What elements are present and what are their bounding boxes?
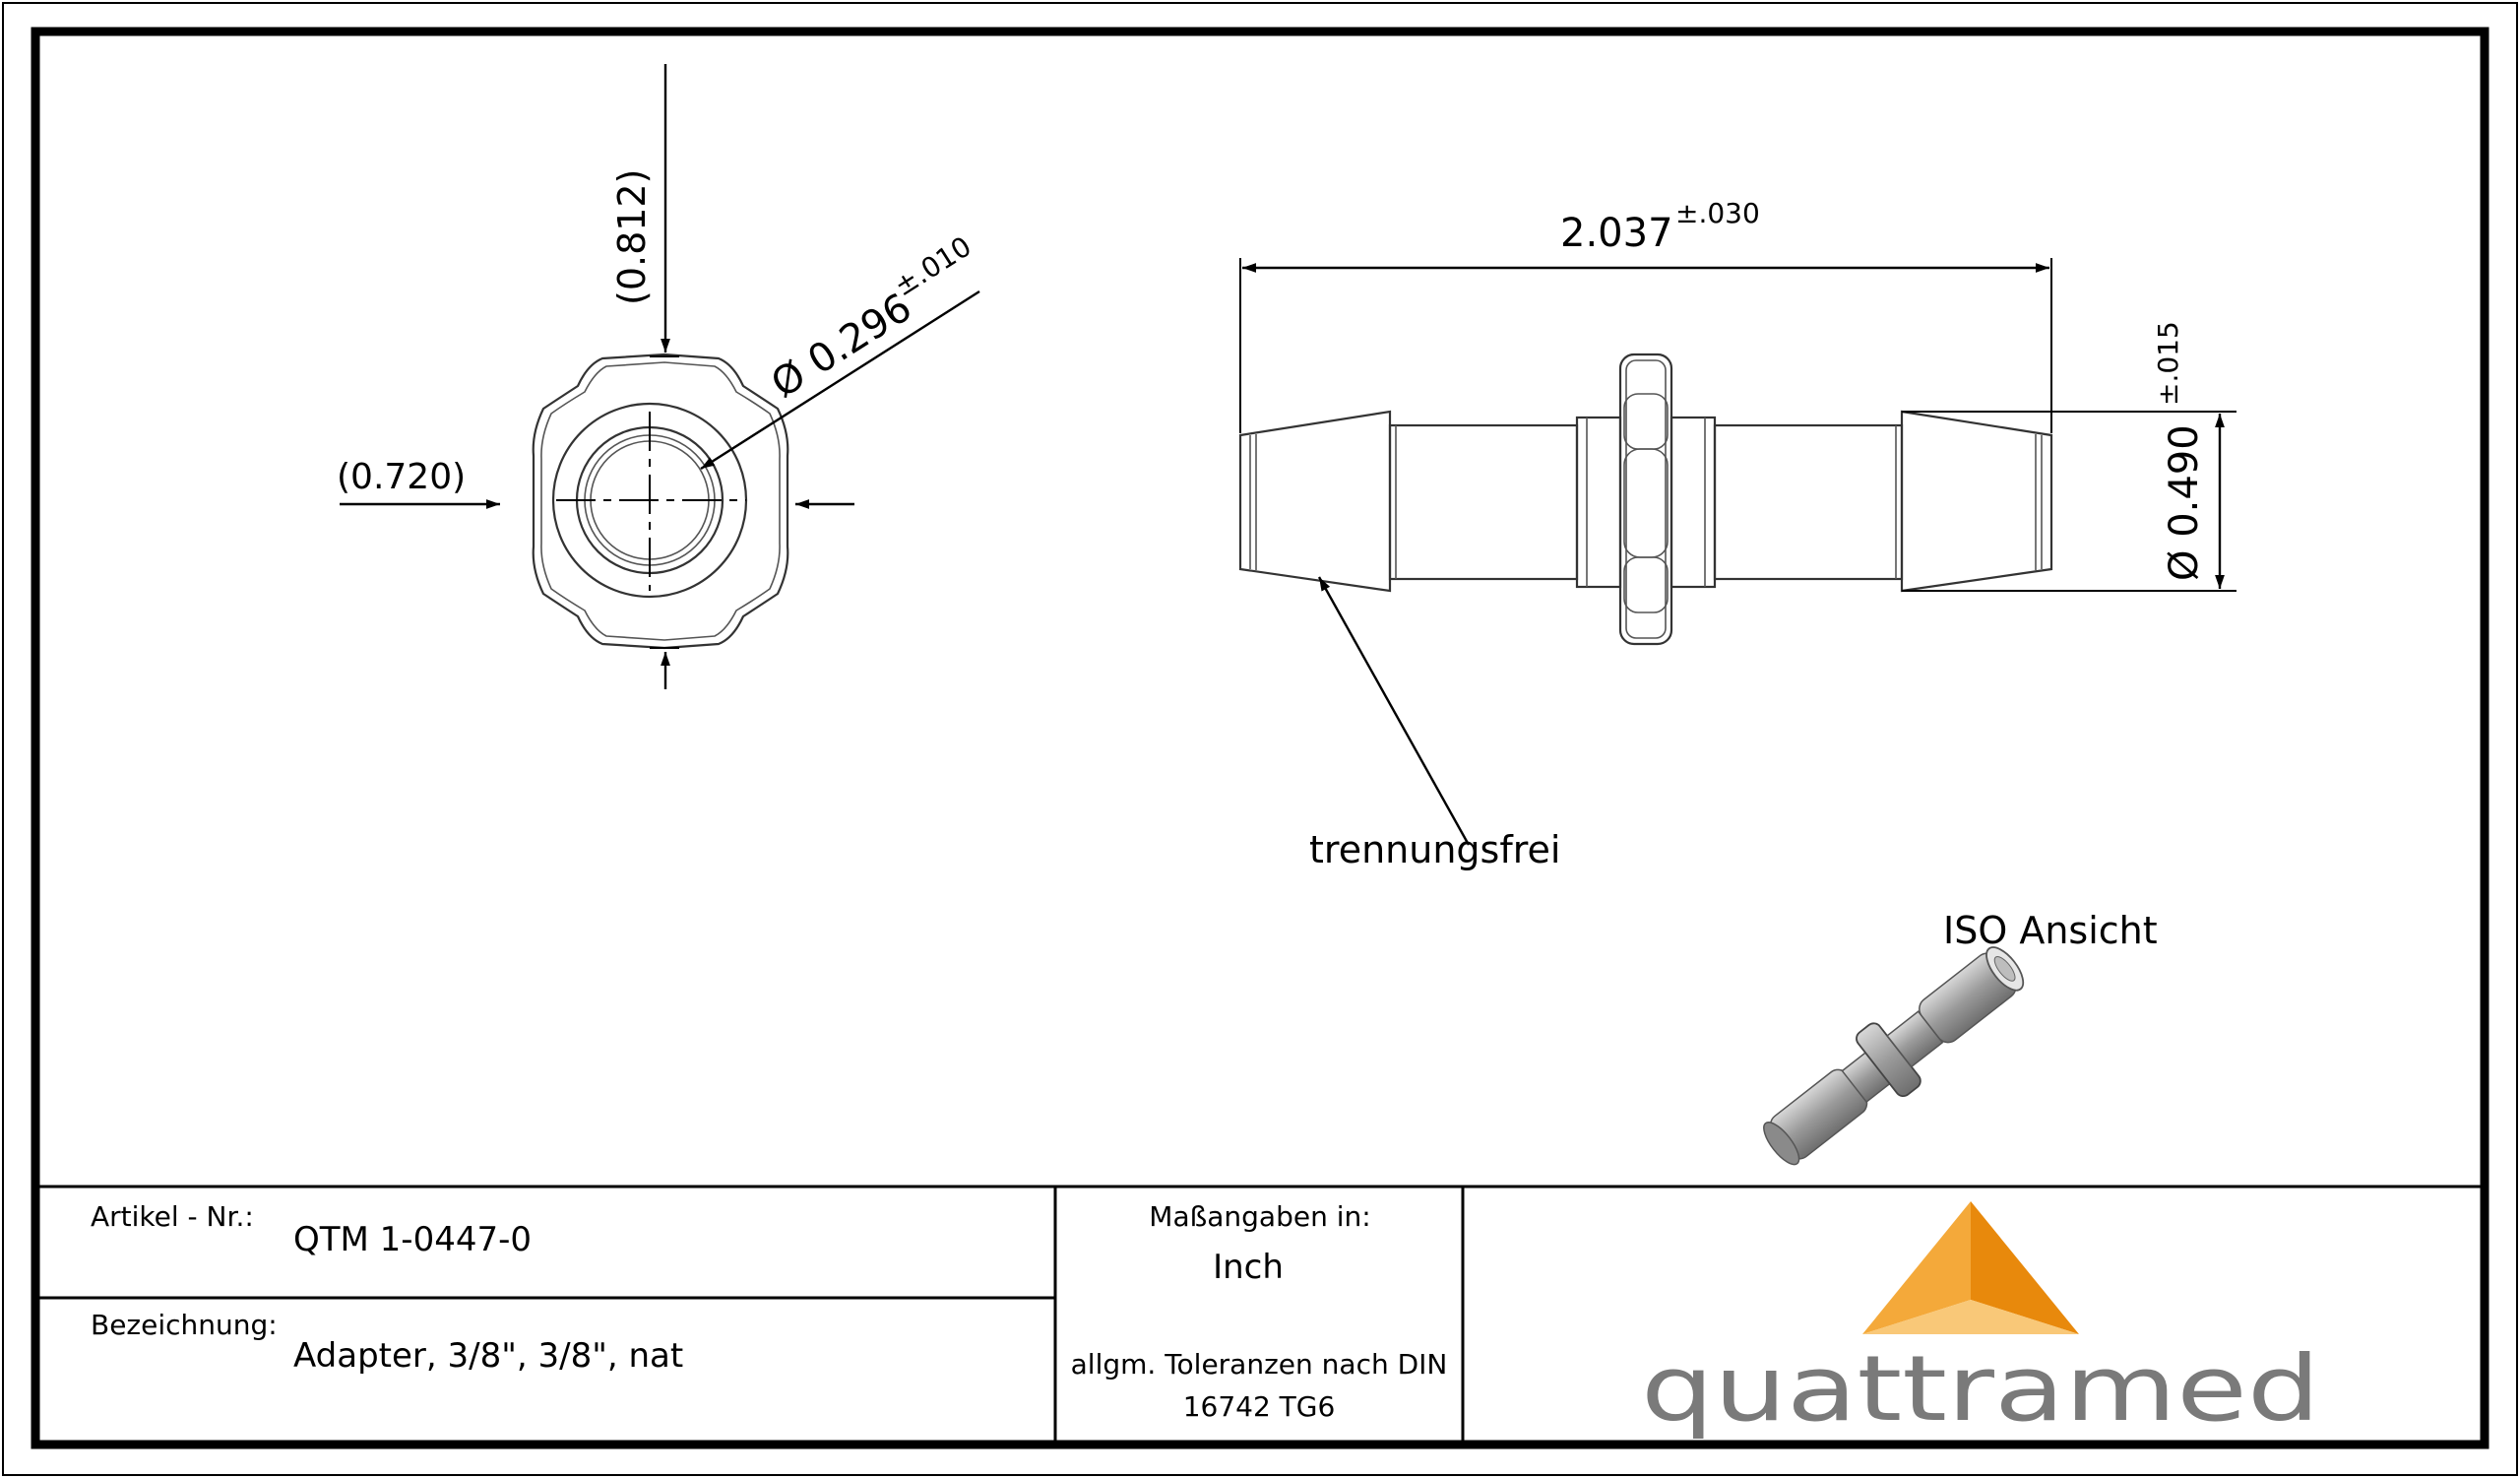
dim-width-label: (0.720) xyxy=(337,457,466,497)
side-view-right-shaft xyxy=(1713,423,1904,581)
side-view-left-barb xyxy=(1238,410,1392,593)
note-trennungsfrei: trennungsfrei xyxy=(1309,828,1560,871)
iso-left-end xyxy=(1763,1122,1800,1166)
side-view-nut-flat-top xyxy=(1623,393,1669,450)
dim-bore-leader xyxy=(700,289,980,471)
note-leader xyxy=(1317,576,1471,846)
iso-view: ISO Ansicht xyxy=(1763,909,2158,1166)
front-view: (0.812) (0.720) Ø 0.296 ±.010 xyxy=(337,64,980,689)
units-value: Inch xyxy=(1213,1248,1284,1287)
side-view-nut-inner xyxy=(1625,359,1667,639)
iso-right-bore xyxy=(1993,955,2016,982)
tolerance-line-2: 16742 TG6 xyxy=(1183,1390,1336,1423)
front-view-inner-contour xyxy=(540,361,781,641)
dim-length-tolerance: ±.030 xyxy=(1675,197,1760,229)
side-view-left-shaft xyxy=(1388,423,1579,581)
side-view-nut-flat-mid xyxy=(1623,448,1669,558)
side-view-left-collar xyxy=(1575,416,1622,589)
dim-diameter-tolerance: ±.015 xyxy=(2152,321,2184,406)
dim-height-label: (0.812) xyxy=(610,169,654,305)
iso-view-label: ISO Ansicht xyxy=(1943,909,2158,952)
logo-pyramid-left-facet xyxy=(1862,1201,1971,1334)
article-value: QTM 1-0447-0 xyxy=(293,1220,532,1259)
side-view-nut-flat-bottom xyxy=(1623,556,1669,613)
logo-pyramid-right-facet xyxy=(1971,1201,2079,1334)
company-logo: quattramed xyxy=(1641,1201,2320,1442)
logo-wordmark: quattramed xyxy=(1641,1336,2320,1442)
logo-pyramid-bottom-facet xyxy=(1862,1300,2079,1334)
dim-bore-tolerance: ±.010 xyxy=(888,230,976,303)
article-label: Artikel - Nr.: xyxy=(91,1200,254,1233)
designation-value: Adapter, 3/8", 3/8", nat xyxy=(293,1336,683,1376)
side-view-right-barb xyxy=(1900,410,2053,593)
side-view-right-collar xyxy=(1670,416,1717,589)
units-label: Maßangaben in: xyxy=(1149,1200,1370,1233)
dim-diameter-label: Ø 0.490 xyxy=(2162,424,2207,581)
designation-label: Bezeichnung: xyxy=(91,1309,278,1341)
side-view: 2.037 ±.030 Ø 0.490 ±.015 trennungsfrei xyxy=(1238,197,2236,871)
dim-bore-label: Ø 0.296 xyxy=(764,285,920,407)
title-block: Artikel - Nr.: QTM 1-0447-0 Bezeichnung:… xyxy=(37,1185,2483,1443)
inner-frame xyxy=(31,27,2489,1449)
dim-length-label: 2.037 xyxy=(1560,211,1673,256)
tolerance-line-1: allgm. Toleranzen nach DIN xyxy=(1071,1348,1448,1381)
